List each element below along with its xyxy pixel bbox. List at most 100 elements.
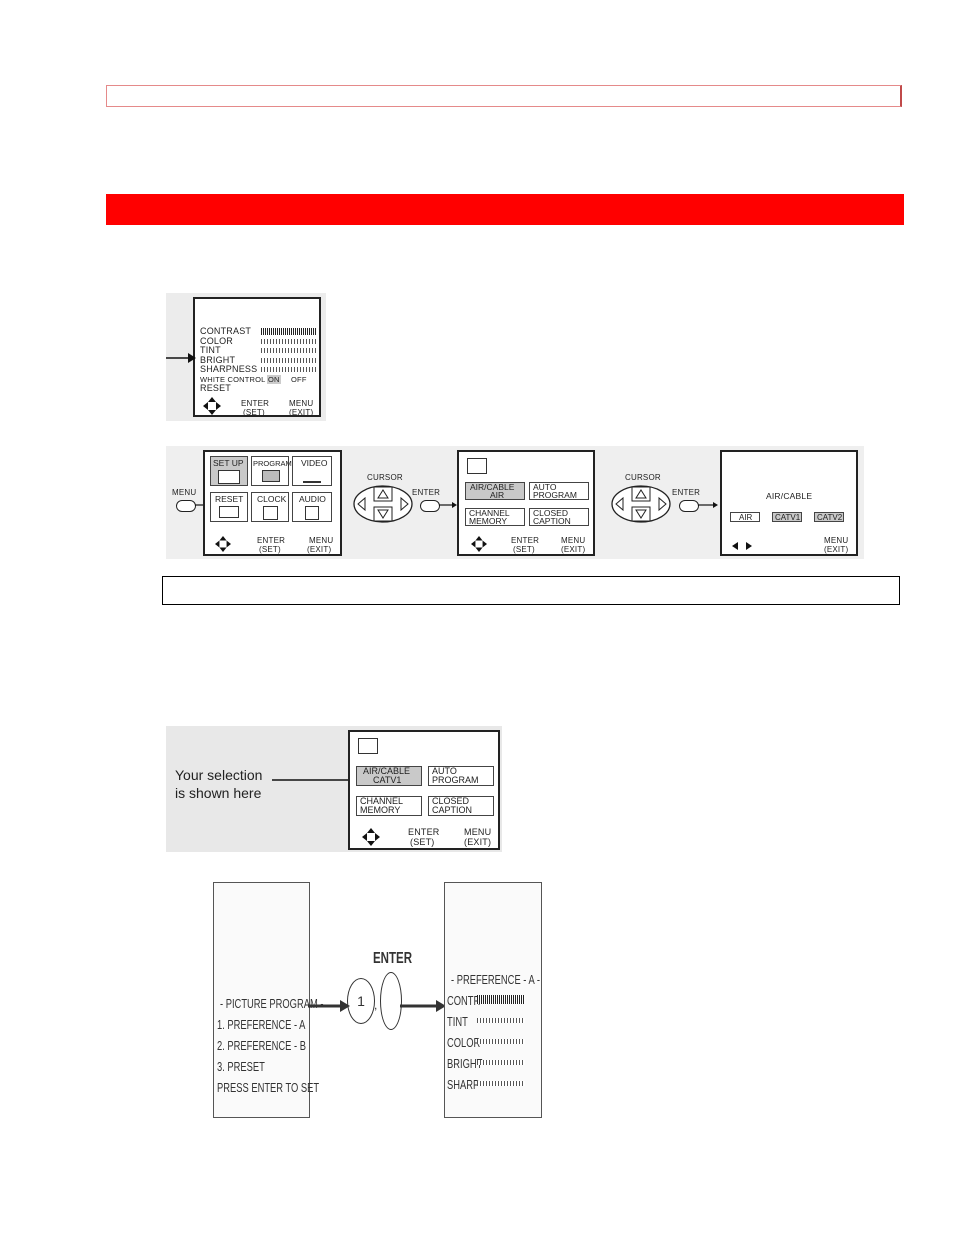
preference-item-contr: CONTR (447, 993, 481, 1008)
cursor-arrows-icon (215, 536, 231, 552)
white-control-off: OFF (291, 375, 307, 384)
figure-menu-flow: MENU SET UP PROGRAM VIDEO RESET CLOCK AU… (166, 446, 864, 559)
enter-label-2: ENTER (672, 488, 701, 497)
arrow-icon (698, 502, 718, 508)
program-icon (262, 470, 280, 482)
exit-label: (EXIT) (289, 408, 314, 417)
enter-label: ENTER (241, 399, 270, 408)
contr-level-bar (477, 995, 525, 1004)
menu-button-icon (176, 500, 196, 512)
aircable-menu-label: MENU (824, 536, 849, 545)
setup-set-label: (SET) (513, 545, 535, 554)
figure-picture-program: - PICTURE PROGRAM - 1. PREFERENCE - A 2.… (210, 880, 546, 1120)
setup-menu-label: MENU (561, 536, 586, 545)
cursor-label-1: CURSOR (367, 473, 403, 482)
preference-item-tint: TINT (447, 1014, 468, 1029)
option-catv2[interactable]: CATV2 (814, 512, 844, 522)
sel-exit-label: (EXIT) (464, 837, 492, 847)
menu-cell-reset[interactable]: RESET (210, 492, 248, 522)
menu-cell-program[interactable]: PROGRAM (251, 456, 292, 486)
arrow-icon (308, 1000, 350, 1012)
color-level-bar (261, 339, 317, 344)
picture-program-line: - PICTURE PROGRAM - (220, 996, 324, 1011)
setup-exit-label: (EXIT) (561, 545, 586, 554)
cursor-arrows-icon (362, 828, 380, 846)
white-control-label: WHITE CONTROL (200, 375, 266, 384)
setup-enter-label: ENTER (511, 536, 540, 545)
menu-cell-clock[interactable]: CLOCK (251, 492, 289, 522)
menu-item-tint: TINT (200, 345, 221, 355)
menu-cell-audio[interactable]: AUDIO (292, 492, 332, 522)
main-exit-label: (EXIT) (307, 545, 332, 554)
bright-level-bar (477, 1060, 525, 1065)
pointer-arrow-icon (166, 353, 196, 363)
option-catv1[interactable]: CATV1 (772, 512, 802, 522)
pointer-arrow-icon (272, 775, 358, 785)
menu-item-reset: RESET (200, 383, 232, 393)
sel-set-label: (SET) (410, 837, 435, 847)
preference-title: - PREFERENCE - A - (451, 972, 540, 987)
comma-separator: , (374, 998, 378, 1012)
aircable-exit-label: (EXIT) (824, 545, 849, 554)
cursor-pad-icon (353, 485, 413, 523)
white-control-on: ON (267, 375, 281, 384)
callout-line-1: Your selection (175, 767, 263, 783)
aircable-menu-screen: AIR/CABLE AIR CATV1 CATV2 MENU (EXIT) (720, 450, 858, 556)
audio-icon (305, 506, 319, 520)
picture-program-line: 2. PREFERENCE - B (217, 1038, 306, 1053)
video-icon (303, 472, 321, 483)
left-right-arrows-icon (732, 542, 752, 550)
picture-program-line: PRESS ENTER TO SET (217, 1080, 320, 1095)
enter-button-icon (380, 972, 402, 1030)
section-title-bar (106, 194, 904, 225)
option-air[interactable]: AIR (730, 512, 760, 522)
note-box (162, 576, 900, 605)
sharp-level-bar (477, 1081, 525, 1086)
tv-icon (467, 458, 487, 474)
color-level-bar (477, 1039, 525, 1044)
arrow-icon (439, 502, 457, 508)
cursor-arrows-icon (471, 536, 487, 552)
tv-icon (358, 738, 378, 754)
enter-label-1: ENTER (412, 488, 441, 497)
menu-item-sharpness: SHARPNESS (200, 364, 258, 374)
menu-cell-setup[interactable]: SET UP (210, 456, 248, 486)
tv-icon (218, 470, 240, 484)
picture-program-line: 3. PRESET (217, 1059, 265, 1074)
menu-cell-video[interactable]: VIDEO (292, 456, 332, 486)
clock-icon (263, 506, 278, 520)
cursor-label-2: CURSOR (625, 473, 661, 482)
reset-icon (219, 506, 239, 518)
main-set-label: (SET) (259, 545, 281, 554)
main-enter-label: ENTER (257, 536, 286, 545)
enter-button-icon (420, 500, 440, 512)
sel-enter-label: ENTER (408, 827, 440, 837)
menu-label: MENU (289, 399, 314, 408)
main-menu-label: MENU (309, 536, 334, 545)
number-1-button-icon: 1 (347, 978, 375, 1024)
cursor-arrows-icon (203, 397, 221, 415)
callout-line-2: is shown here (175, 785, 262, 801)
contrast-level-bar (261, 328, 317, 335)
sel-menu-label: MENU (464, 827, 492, 837)
aircable-title: AIR/CABLE (766, 491, 813, 501)
cursor-pad-icon (611, 485, 671, 523)
figure-video-menu: CONTRAST COLOR TINT BRIGHT SHARPNESS WHI… (166, 293, 326, 421)
tint-level-bar (477, 1018, 525, 1023)
set-label: (SET) (243, 408, 265, 417)
preference-item-sharp: SHARP (447, 1077, 480, 1092)
flow-menu-label: MENU (172, 488, 197, 497)
arrow-icon (400, 1000, 446, 1012)
video-menu-screen: CONTRAST COLOR TINT BRIGHT SHARPNESS WHI… (193, 297, 321, 417)
preference-screen: - PREFERENCE - A - CONTR TINT COLOR BRIG… (444, 882, 542, 1118)
